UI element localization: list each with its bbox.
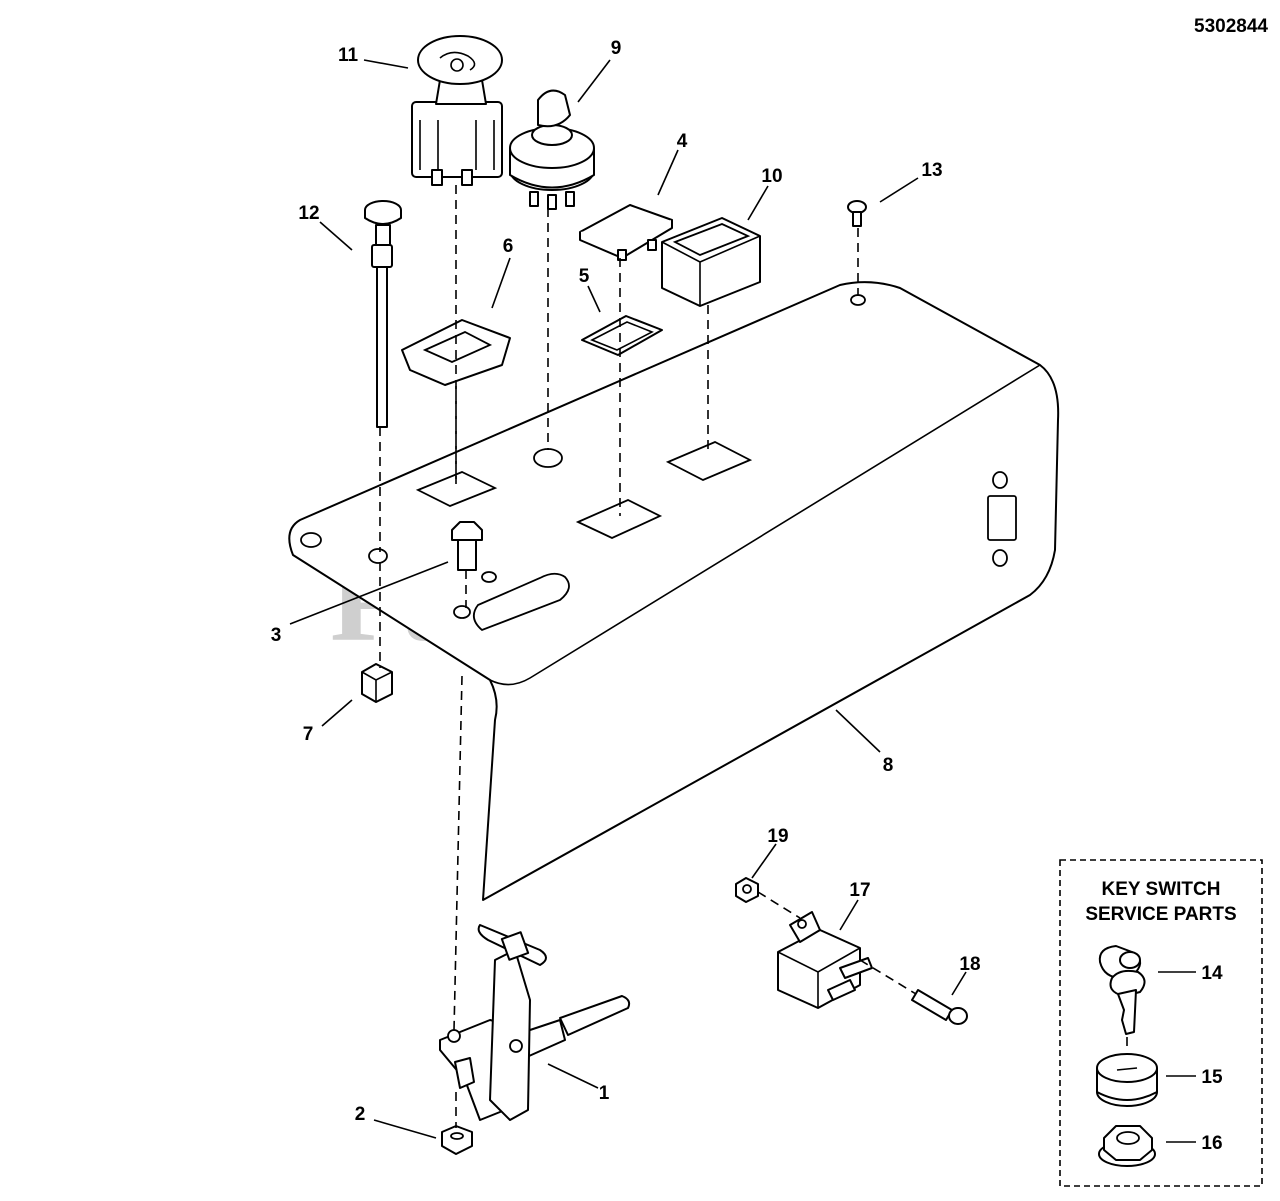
service-box-title-line2: SERVICE PARTS — [1085, 904, 1236, 925]
part-8-dash-panel[interactable] — [288, 281, 1060, 901]
part-3-bolt[interactable] — [451, 521, 483, 571]
part-12-cable[interactable] — [364, 200, 402, 428]
callout-1[interactable]: 1 — [599, 1083, 610, 1104]
part-13-screw[interactable] — [847, 200, 867, 227]
callout-18[interactable]: 18 — [959, 954, 980, 975]
callout-6[interactable]: 6 — [503, 236, 514, 257]
assembly-lines — [379, 185, 1128, 1128]
part-15-cap[interactable] — [1096, 1053, 1158, 1107]
callout-13[interactable]: 13 — [921, 160, 942, 181]
callout-4[interactable]: 4 — [677, 131, 688, 152]
leader-lines — [289, 59, 1196, 1143]
part-10-switch[interactable] — [661, 217, 761, 307]
part-9-ignition-switch[interactable] — [509, 89, 595, 210]
callout-2[interactable]: 2 — [355, 1104, 366, 1125]
part-2-nut[interactable] — [441, 1125, 473, 1155]
part-1-throttle-lever[interactable] — [439, 924, 631, 1121]
callout-5[interactable]: 5 — [579, 266, 590, 287]
part-7-nut[interactable] — [361, 663, 393, 703]
callouts: 11 9 4 10 13 12 6 5 3 7 8 1 2 19 17 18 — [271, 38, 981, 1125]
service-box-title-line1: KEY SWITCH — [1102, 879, 1221, 900]
callout-9[interactable]: 9 — [611, 38, 622, 59]
callout-17[interactable]: 17 — [849, 880, 870, 901]
callout-15[interactable]: 15 — [1201, 1067, 1223, 1088]
callout-10[interactable]: 10 — [761, 166, 782, 187]
part-11-pto-switch[interactable] — [411, 35, 503, 186]
part-4-cover[interactable] — [579, 204, 673, 261]
part-14-keys[interactable] — [1098, 945, 1146, 1035]
callout-7[interactable]: 7 — [303, 724, 314, 745]
part-19-nut[interactable] — [735, 877, 759, 903]
callout-12[interactable]: 12 — [298, 203, 319, 224]
callout-3[interactable]: 3 — [271, 625, 282, 646]
callout-14[interactable]: 14 — [1201, 963, 1223, 984]
callout-8[interactable]: 8 — [883, 755, 894, 776]
part-18-screw[interactable] — [911, 989, 968, 1025]
part-17-circuit-breaker[interactable] — [777, 911, 873, 1009]
part-5-gasket[interactable] — [581, 315, 663, 356]
callout-16[interactable]: 16 — [1201, 1133, 1222, 1154]
callout-19[interactable]: 19 — [767, 826, 788, 847]
key-switch-service-box: KEY SWITCH SERVICE PARTS 14 15 16 — [1059, 859, 1263, 1187]
part-16-nut[interactable] — [1098, 1125, 1156, 1167]
callout-11[interactable]: 11 — [338, 45, 359, 66]
document-number: 5302844 — [1194, 16, 1268, 37]
